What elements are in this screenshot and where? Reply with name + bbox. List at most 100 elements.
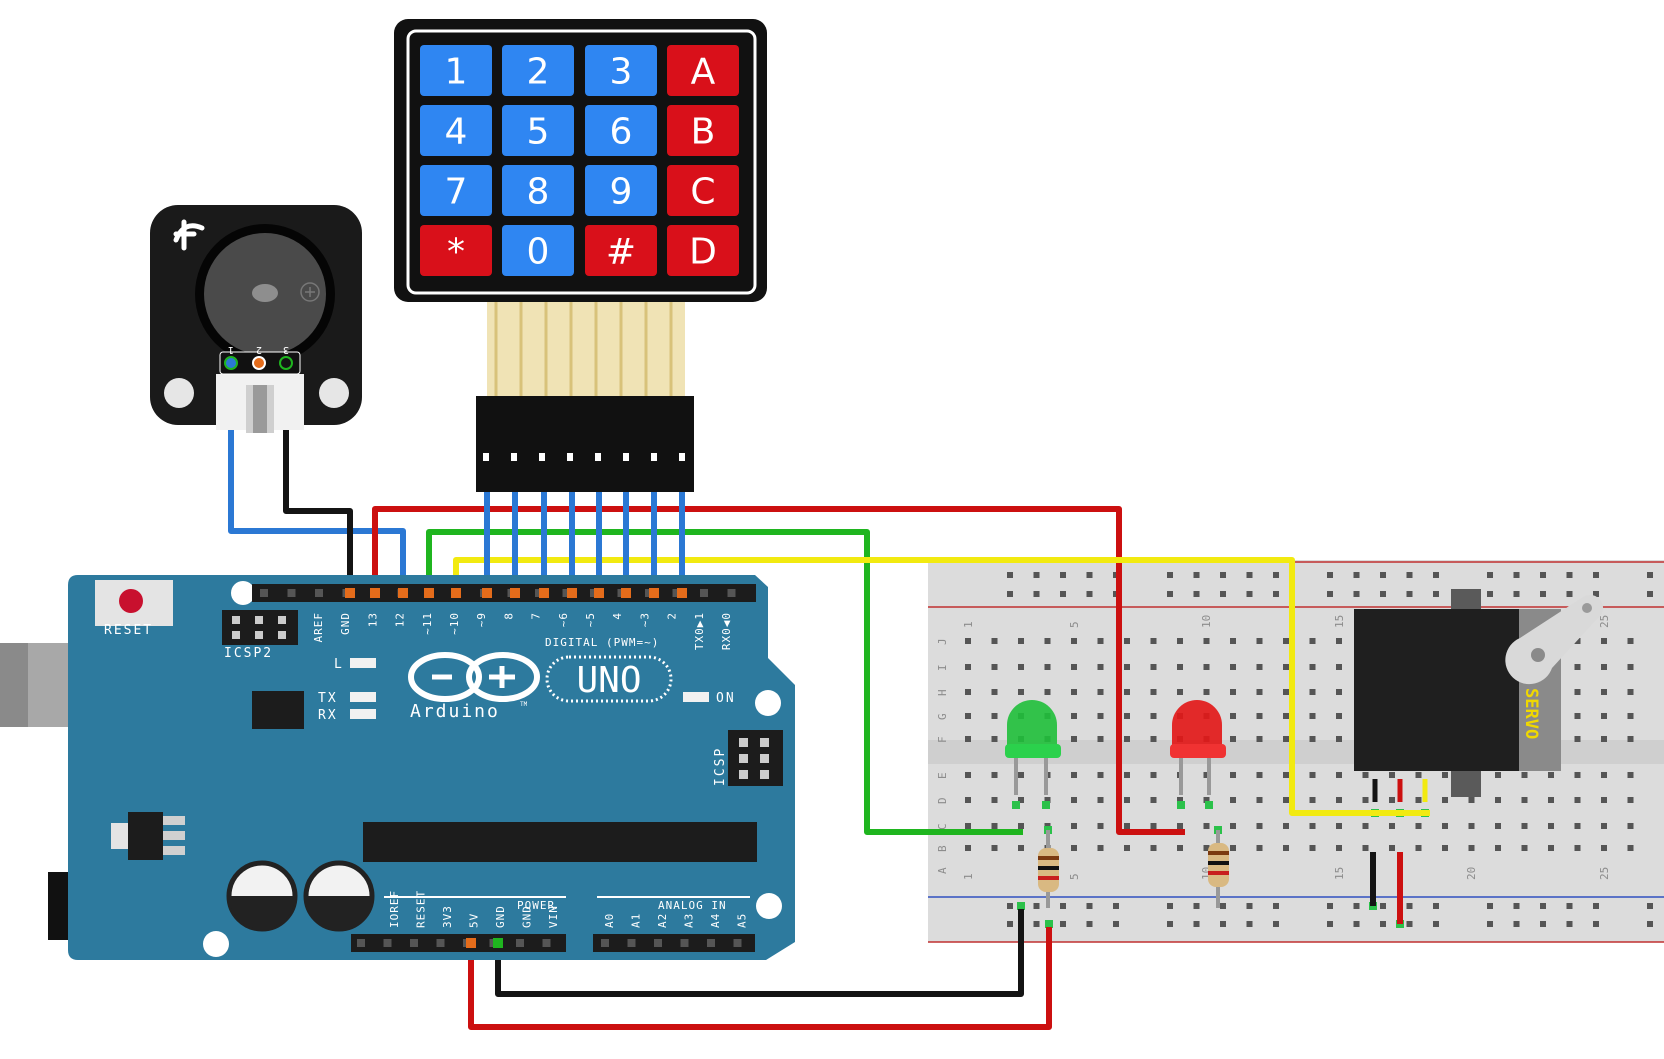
digital-pin-label: GND	[339, 612, 352, 635]
wire-buzzer-signal	[228, 358, 406, 595]
key-label: C	[690, 172, 715, 213]
digital-pin-label: ~10	[448, 612, 461, 635]
digital-pin-label: TX0▶1	[693, 612, 706, 650]
key-8[interactable]: B	[667, 105, 739, 156]
uno-label: UNO	[576, 660, 641, 701]
tx-label: TX	[318, 691, 338, 706]
keypad-connector	[476, 396, 694, 492]
red-led	[1170, 700, 1226, 795]
key-label: 0	[527, 232, 550, 273]
servo-label: SERVO	[1521, 688, 1541, 739]
wire-buzzer-gnd	[283, 358, 353, 595]
key-2[interactable]: 2	[502, 45, 574, 96]
key-9[interactable]: 7	[420, 165, 492, 216]
row-letter: A	[936, 867, 949, 874]
key-1[interactable]: 1	[420, 45, 492, 96]
buzzer-pin-3: 3	[283, 344, 289, 355]
analog-pin-label: A0	[603, 913, 616, 928]
brand-label: Arduino	[410, 701, 500, 722]
row-letter: J	[936, 638, 949, 645]
digital-pin-label: 8	[502, 612, 515, 620]
analog-pin-label: A2	[656, 913, 669, 928]
column-number: 10	[1200, 615, 1213, 628]
digital-pin-label: ~5	[584, 612, 597, 627]
power-pin-label: GND	[521, 905, 534, 928]
l-led-label: L	[334, 657, 344, 672]
logo-icon	[173, 219, 205, 251]
power-pin-label: 3V3	[441, 905, 454, 928]
microcontroller-chip	[363, 822, 757, 862]
digital-pin-label: 12	[394, 612, 407, 627]
key-6[interactable]: 5	[502, 105, 574, 156]
analog-pin-label: A1	[630, 913, 643, 928]
row-letter: I	[936, 664, 949, 671]
key-10[interactable]: 8	[502, 165, 574, 216]
buzzer-pin-2: 2	[256, 344, 262, 355]
key-12[interactable]: C	[667, 165, 739, 216]
wire-red-top	[372, 506, 1185, 835]
power-pin-label: VIN	[547, 905, 560, 928]
digital-pin-label: RX0◀0	[720, 612, 733, 650]
key-label: 5	[527, 112, 550, 153]
key-label: B	[691, 112, 716, 153]
power-pin-label: RESET	[415, 890, 428, 928]
trademark-label: TM	[520, 701, 528, 708]
wire-yellow	[453, 557, 1430, 816]
row-letter: F	[936, 736, 949, 743]
column-number: 5	[1068, 621, 1081, 628]
column-number: 1	[962, 621, 975, 628]
column-number: 15	[1333, 867, 1346, 880]
digital-pin-label: AREF	[312, 612, 325, 643]
key-15[interactable]: #	[585, 225, 657, 276]
key-5[interactable]: 4	[420, 105, 492, 156]
wires	[228, 358, 1430, 1030]
power-pin-label: IOREF	[388, 890, 401, 928]
analog-pin-label: A5	[736, 913, 749, 928]
key-label: 8	[527, 172, 550, 213]
key-7[interactable]: 6	[585, 105, 657, 156]
digital-pin-label: ~9	[475, 612, 488, 627]
analog-header	[593, 934, 755, 952]
key-label: 6	[610, 112, 633, 153]
key-13[interactable]: *	[420, 225, 492, 276]
analog-pin-label: A4	[709, 913, 722, 928]
servo-motor: SERVO	[1354, 589, 1604, 802]
row-letter: B	[936, 845, 949, 852]
key-label: 1	[445, 52, 468, 93]
key-16[interactable]: D	[667, 225, 739, 276]
buzzer-module: 1 2 3	[150, 205, 362, 433]
key-label: D	[689, 232, 717, 273]
power-label: POWER	[517, 899, 555, 912]
wire-5v-rail	[468, 927, 1052, 1030]
digital-pin-label: ~11	[421, 612, 434, 635]
key-label: *	[447, 232, 465, 273]
row-letter: E	[936, 772, 949, 779]
row-letter: G	[936, 713, 949, 720]
key-label: 3	[610, 52, 633, 93]
resistor-2	[1208, 830, 1229, 908]
wire-gnd-rail	[495, 909, 1024, 997]
column-number: 20	[1465, 867, 1478, 880]
digital-pin-label: 4	[611, 612, 624, 620]
key-label: #	[606, 232, 636, 273]
analog-pin-label: A3	[683, 913, 696, 928]
key-4[interactable]: A	[667, 45, 739, 96]
arduino-logo	[408, 652, 540, 702]
key-label: 4	[445, 112, 468, 153]
resistor-1	[1038, 830, 1059, 908]
power-pin-label: 5V	[468, 913, 481, 928]
row-letter: D	[936, 797, 949, 804]
power-header	[351, 934, 566, 952]
key-14[interactable]: 0	[502, 225, 574, 276]
key-label: A	[691, 52, 716, 93]
icsp-label: ICSP	[713, 747, 728, 786]
digital-pin-label: ~6	[557, 612, 570, 627]
key-11[interactable]: 9	[585, 165, 657, 216]
key-3[interactable]: 3	[585, 45, 657, 96]
power-pin-label: GND	[494, 905, 507, 928]
digital-pin-label: 2	[666, 612, 679, 620]
key-label: 2	[527, 52, 550, 93]
key-label: 9	[610, 172, 633, 213]
